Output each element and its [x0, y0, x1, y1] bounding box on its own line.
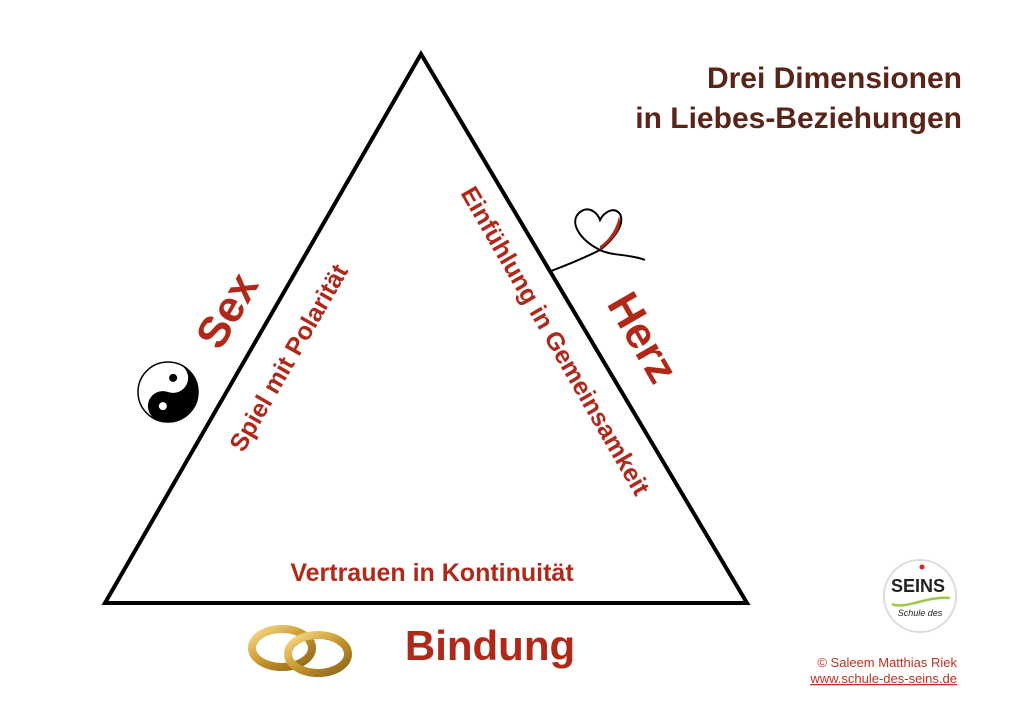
bindung-label: Bindung: [405, 622, 575, 669]
svg-text:www.schule-des-seins.de: www.schule-des-seins.de: [809, 671, 957, 686]
triangle: [101, 50, 751, 605]
title-line-2: in Liebes-Beziehungen: [635, 102, 962, 135]
svg-text:Schule des: Schule des: [898, 608, 943, 618]
trust-text: Vertrauen in Kontinuität: [290, 559, 574, 587]
svg-text:SEINS: SEINS: [891, 576, 945, 596]
wedding-rings-icon: [248, 625, 352, 677]
title-line-1: Drei Dimensionen: [707, 62, 962, 95]
copyright-text: © Saleem Matthias Riek: [817, 655, 957, 670]
seins-logo: SEINS Schule des: [883, 559, 957, 633]
heart-icon: [550, 208, 646, 272]
website-link[interactable]: www.schule-des-seins.de: [809, 671, 957, 686]
yin-yang-icon: [137, 361, 199, 423]
